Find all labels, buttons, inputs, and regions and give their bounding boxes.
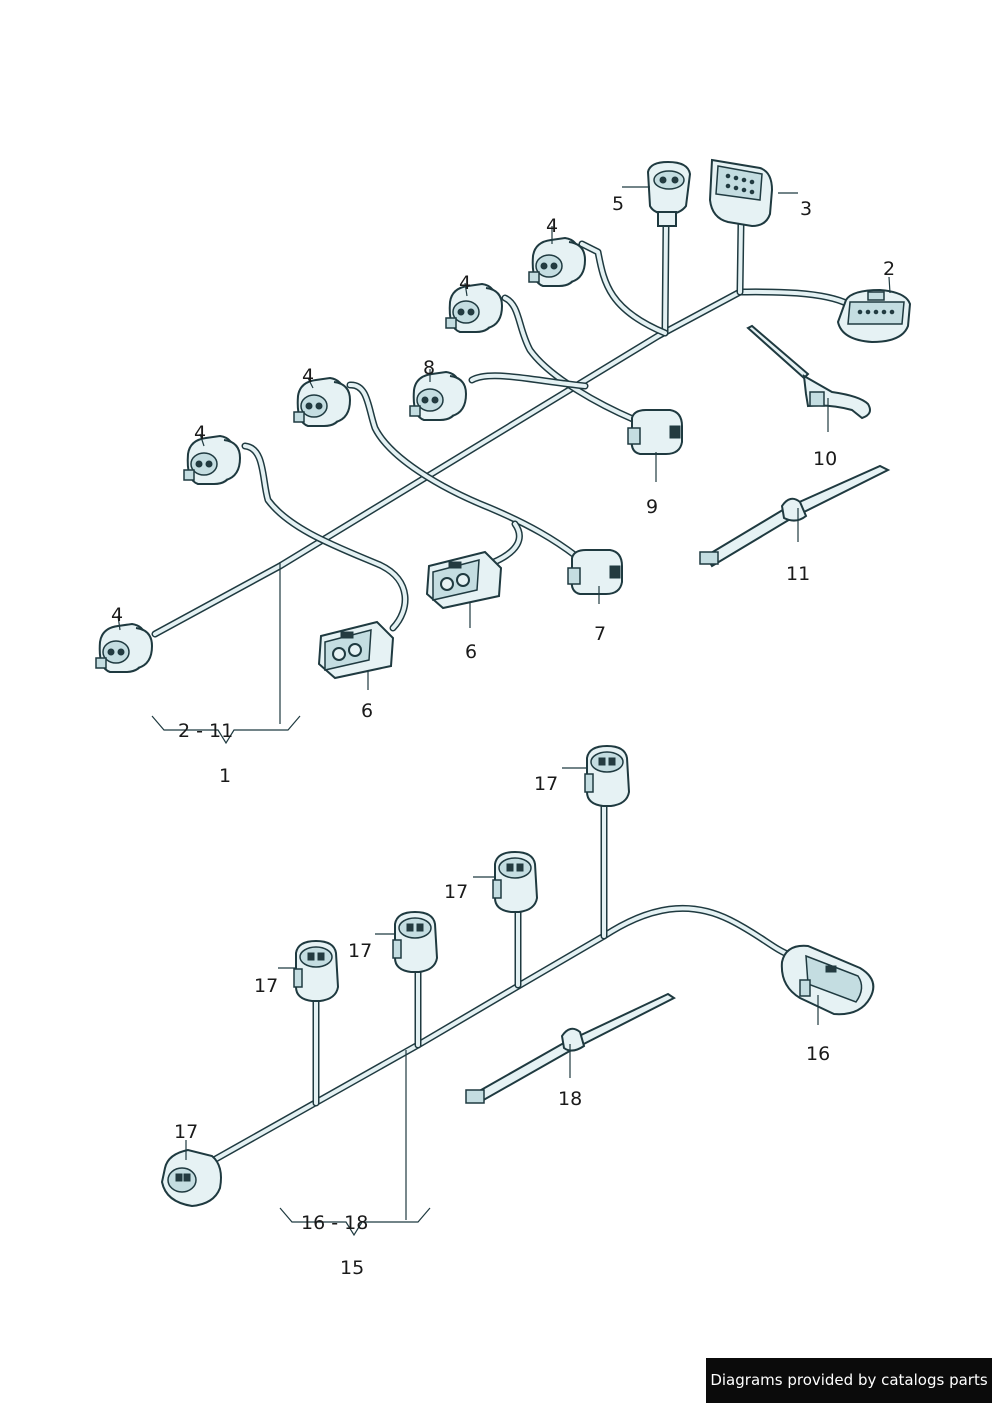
connector-8 <box>409 371 467 421</box>
harness-1-wires <box>151 218 852 638</box>
callout-2: 2 <box>883 258 895 280</box>
connector-17-bottom <box>160 1148 222 1208</box>
connector-4-left <box>183 435 241 485</box>
connector-6-lower <box>318 621 394 679</box>
connector-9 <box>627 409 683 455</box>
connector-3 <box>708 158 774 228</box>
connector-4-top <box>528 237 586 287</box>
callout-16: 16 <box>806 1043 830 1065</box>
callout-17-bottom: 17 <box>174 1121 198 1143</box>
callout-17-middle: 17 <box>348 940 372 962</box>
harness-15-wires <box>201 796 794 1169</box>
callout-8: 8 <box>423 357 435 379</box>
callout-11: 11 <box>786 563 810 585</box>
callout-5: 5 <box>612 193 624 215</box>
leader-lines <box>117 186 891 1220</box>
group-1-brace <box>151 715 301 745</box>
callout-4-upper: 4 <box>459 272 471 294</box>
callout-4-bottom: 4 <box>111 604 123 626</box>
connector-4-bottom <box>95 623 153 673</box>
connector-2 <box>836 288 912 344</box>
connector-7 <box>567 549 623 595</box>
connector-17-left <box>293 940 339 1002</box>
callout-1: 1 <box>219 765 231 787</box>
callout-17-left: 17 <box>254 975 278 997</box>
callout-4-top: 4 <box>546 215 558 237</box>
callout-7: 7 <box>594 623 606 645</box>
callout-4-middle: 4 <box>302 365 314 387</box>
callout-labels: 5 3 2 4 4 8 4 4 4 9 10 11 7 6 6 2 - 11 1… <box>111 193 895 1279</box>
cable-tie-18 <box>465 992 676 1104</box>
connector-16 <box>780 944 875 1016</box>
callout-15: 15 <box>340 1257 364 1279</box>
connector-5 <box>646 160 692 227</box>
callout-4-left: 4 <box>194 422 206 444</box>
cable-tie-10 <box>746 324 871 420</box>
connector-17-top <box>584 745 630 807</box>
range-label-group-1: 2 - 11 <box>178 720 233 742</box>
connector-17-middle <box>392 911 438 973</box>
callout-17-top: 17 <box>534 773 558 795</box>
range-label-group-15: 16 - 18 <box>301 1212 368 1234</box>
credit-banner: Diagrams provided by catalogs parts <box>706 1358 992 1403</box>
callout-6-lower: 6 <box>361 700 373 722</box>
group-15-brace <box>279 1207 431 1237</box>
callout-9: 9 <box>646 496 658 518</box>
connector-17-upper <box>492 851 538 913</box>
callout-17-upper: 17 <box>444 881 468 903</box>
callout-18: 18 <box>558 1088 582 1110</box>
connector-4-upper <box>445 283 503 333</box>
callout-6-upper: 6 <box>465 641 477 663</box>
cable-tie-11 <box>699 464 891 568</box>
callout-3: 3 <box>800 198 812 220</box>
callout-10: 10 <box>813 448 837 470</box>
connector-6-upper <box>426 551 502 609</box>
